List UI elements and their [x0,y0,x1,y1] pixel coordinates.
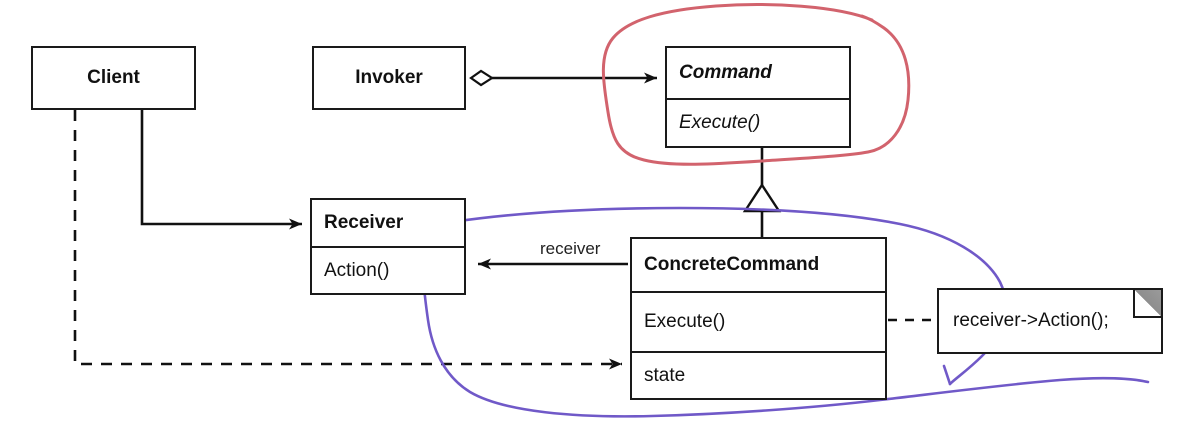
class-box-client[interactable]: Client [31,46,196,110]
class-member-concretecommand-execute: Execute() [632,291,885,351]
class-box-concretecommand[interactable]: ConcreteCommand Execute() state [630,237,887,400]
edge-client-receiver [140,110,302,230]
note-fold-corner-icon [1133,290,1161,318]
class-member-command-execute: Execute() [667,98,849,146]
class-box-invoker[interactable]: Invoker [312,46,466,110]
class-name-receiver: Receiver [324,212,404,233]
class-member-receiver-action: Action() [312,246,464,293]
class-name-client: Client [87,67,140,88]
edge-client-concretecommand [73,110,622,370]
edge-invoker-command [469,69,657,87]
class-member-concretecommand-state: state [632,351,885,398]
class-box-receiver[interactable]: Receiver Action() [310,198,466,295]
class-box-command[interactable]: Command Execute() [665,46,851,148]
note-text: receiver->Action(); [953,310,1109,331]
class-name-command: Command [679,62,772,83]
aggregation-diamond-icon [469,69,495,87]
edge-label-receiver: receiver [540,239,601,258]
class-name-concretecommand: ConcreteCommand [644,254,820,275]
red-annotation-circle [601,3,911,166]
edge-concretecommand-command [742,148,782,239]
inheritance-triangle-icon [742,182,782,213]
note-box[interactable]: receiver->Action(); [937,288,1163,354]
class-name-invoker: Invoker [355,67,423,88]
